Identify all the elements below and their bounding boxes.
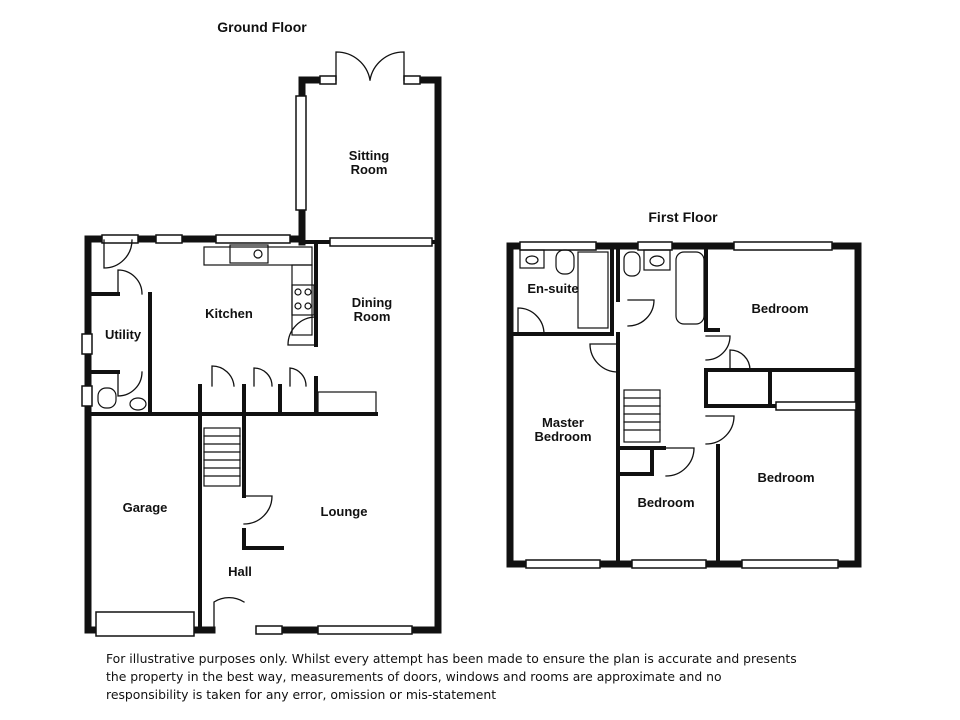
disclaimer-text: For illustrative purposes only. Whilst e… — [106, 650, 846, 704]
sink-unit — [229, 244, 269, 264]
first-floor-fixtures — [519, 249, 705, 329]
room-label-sitting-room: Sitting Room — [348, 148, 390, 177]
room-label-bedroom-small: Bedroom — [637, 495, 695, 510]
room-label-dining-room: Dining Room — [351, 295, 393, 324]
cloakroom-toilet — [97, 387, 117, 409]
ground-floor-doors — [103, 51, 405, 631]
room-label-master-bedroom: Master Bedroom — [534, 415, 592, 444]
fireplace — [317, 391, 377, 415]
room-label-lounge: Lounge — [320, 504, 368, 519]
bathroom-toilet — [623, 251, 641, 277]
disclaimer-line-1: For illustrative purposes only. Whilst e… — [106, 651, 797, 666]
worktop-right — [291, 264, 313, 336]
ground-floor-title: Ground Floor — [217, 19, 307, 35]
ground-floor-fixtures — [97, 244, 377, 415]
room-label-hall: Hall — [228, 564, 252, 579]
ground-floor-stairs — [203, 427, 241, 487]
room-label-utility: Utility — [104, 327, 142, 342]
ensuite-toilet — [555, 249, 575, 275]
room-label-en-suite: En-suite — [527, 281, 579, 296]
ground-floor-plan — [81, 51, 442, 637]
first-floor-windows — [519, 241, 857, 569]
ensuite-shower — [577, 251, 609, 329]
kitchen-worktop — [203, 246, 313, 266]
room-label-bedroom-bottom-right: Bedroom — [757, 470, 815, 485]
disclaimer-line-2: the property in the best way, measuremen… — [106, 669, 722, 684]
ensuite-basin — [519, 249, 545, 269]
first-floor-internal-walls — [508, 244, 860, 566]
room-label-garage: Garage — [122, 500, 168, 515]
room-label-bedroom-top-right: Bedroom — [751, 301, 809, 316]
first-floor-doors — [517, 299, 751, 477]
first-floor-plan — [506, 241, 862, 569]
room-label-kitchen: Kitchen — [205, 306, 253, 321]
bathroom-basin — [643, 249, 671, 271]
first-floor-title: First Floor — [648, 209, 718, 225]
hob — [291, 284, 315, 316]
bath — [675, 251, 705, 325]
ground-floor-windows — [81, 75, 433, 637]
disclaimer-line-3: responsibility is taken for any error, o… — [106, 687, 497, 702]
first-floor-stairs — [623, 389, 661, 443]
